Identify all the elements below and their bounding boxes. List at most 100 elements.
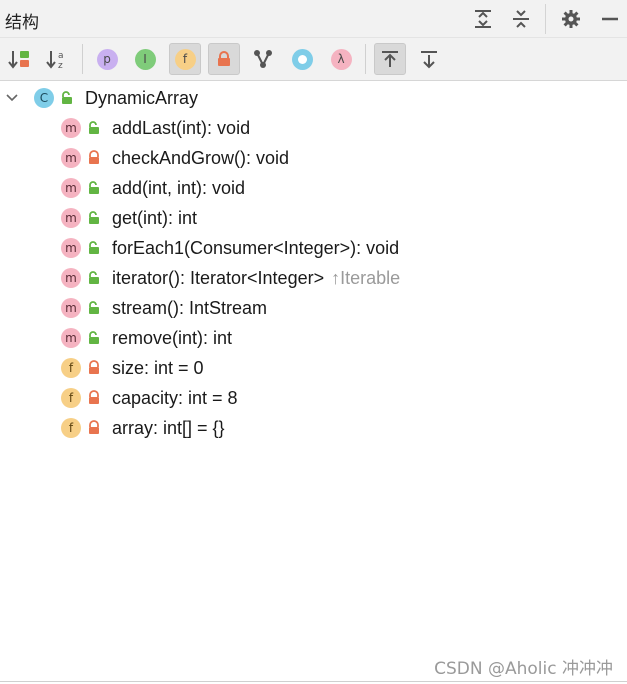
tree-field-row[interactable]: f capacity: int = 8 (0, 383, 627, 413)
public-icon (89, 211, 99, 224)
interface-icon (291, 48, 313, 70)
tree-method-row[interactable]: m add(int, int): void (0, 173, 627, 203)
tree-field-row[interactable]: f array: int[] = {} (0, 413, 627, 443)
member-signature: addLast(int): void (112, 118, 251, 138)
member-signature: iterator(): Iterator<Integer> (112, 268, 325, 288)
tree-item-label: checkAndGrow(): void (112, 148, 289, 169)
gear-icon (562, 10, 580, 28)
tree-method-row[interactable]: m forEach1(Consumer<Integer>): void (0, 233, 627, 263)
public-icon (89, 301, 99, 314)
method-icon: m (61, 298, 81, 318)
method-icon: m (61, 238, 81, 258)
member-signature: add(int, int): void (112, 178, 246, 198)
lambda-icon: λ (330, 48, 352, 70)
tree-root-row[interactable]: C DynamicArray (0, 83, 627, 113)
public-icon (89, 181, 99, 194)
private-lock-icon (89, 360, 99, 374)
collapse-all-icon (513, 10, 529, 28)
autoscroll-from-source-button[interactable] (413, 43, 445, 75)
chevron-down-icon[interactable] (5, 91, 19, 105)
header-separator (545, 4, 546, 34)
tree-method-row[interactable]: m get(int): int (0, 203, 627, 233)
show-interfaces-button[interactable] (286, 43, 318, 75)
method-icon: m (61, 268, 81, 288)
show-anonymous-classes-button[interactable] (247, 43, 279, 75)
tree-item-label: forEach1(Consumer<Integer>): void (112, 238, 399, 259)
private-lock-icon (89, 420, 99, 434)
member-signature: forEach1(Consumer<Integer>): void (112, 238, 400, 258)
tree-item-label: get(int): int (112, 208, 197, 229)
svg-text:z: z (58, 61, 63, 70)
member-signature: stream(): IntStream (112, 298, 268, 318)
tree-item-label: array: int[] = {} (112, 418, 225, 439)
tree-field-row[interactable]: f size: int = 0 (0, 353, 627, 383)
show-inherited-button[interactable]: I (129, 43, 161, 75)
property-icon: p (96, 48, 118, 70)
tree-method-row[interactable]: m remove(int): int (0, 323, 627, 353)
sort-alphabetically-button[interactable]: a z (42, 43, 74, 75)
panel-title: 结构 (5, 13, 39, 33)
private-lock-icon (89, 150, 99, 164)
member-signature: get(int): int (112, 208, 198, 228)
sort-by-visibility-icon (8, 51, 29, 69)
svg-text:a: a (58, 51, 64, 61)
structure-toolbar: a z p I f λ (0, 38, 627, 81)
tree-item-label: remove(int): int (112, 328, 232, 349)
expand-all-button[interactable] (470, 6, 496, 32)
show-lambdas-button[interactable]: λ (325, 43, 357, 75)
private-lock-icon (89, 390, 99, 404)
lock-icon (218, 51, 230, 66)
method-icon: m (61, 148, 81, 168)
tree-method-row[interactable]: m addLast(int): void (0, 113, 627, 143)
method-icon: m (61, 118, 81, 138)
member-signature: array: int[] = {} (112, 418, 225, 438)
expand-all-icon (475, 10, 491, 28)
show-non-public-button[interactable] (208, 43, 240, 75)
tree-method-row[interactable]: m iterator(): Iterator<Integer> ↑Iterable (0, 263, 627, 293)
inherited-icon: I (134, 48, 156, 70)
tree-item-label: iterator(): Iterator<Integer> ↑Iterable (112, 268, 400, 289)
tree-item-label: size: int = 0 (112, 358, 204, 379)
class-icon: C (34, 88, 54, 108)
class-name: DynamicArray (85, 88, 199, 108)
member-signature: size: int = 0 (112, 358, 204, 378)
field-icon: f (61, 418, 81, 438)
inherited-from-label: ↑Iterable (331, 268, 401, 288)
sort-alphabetically-icon: a z (46, 51, 64, 70)
tree-item-label: capacity: int = 8 (112, 388, 238, 409)
autoscroll-from-source-icon (421, 51, 437, 69)
sort-by-visibility-button[interactable] (4, 43, 36, 75)
hide-icon (602, 17, 618, 21)
structure-panel-header: 结构 (0, 0, 627, 38)
method-icon: m (61, 178, 81, 198)
method-icon: m (61, 328, 81, 348)
public-icon (89, 241, 99, 254)
public-icon (62, 91, 72, 104)
show-properties-button[interactable]: p (91, 43, 123, 75)
hide-panel-button[interactable] (597, 6, 623, 32)
tree-method-row[interactable]: m checkAndGrow(): void (0, 143, 627, 173)
autoscroll-to-source-icon (382, 51, 398, 67)
tree-item-label: add(int, int): void (112, 178, 245, 199)
member-signature: capacity: int = 8 (112, 388, 238, 408)
public-icon (89, 271, 99, 284)
public-icon (89, 331, 99, 344)
collapse-all-button[interactable] (508, 6, 534, 32)
member-signature: remove(int): int (112, 328, 233, 348)
tree-item-label: stream(): IntStream (112, 298, 267, 319)
watermark: CSDN @Aholic 冲冲冲 (434, 659, 613, 679)
public-icon (89, 121, 99, 134)
method-icon: m (61, 208, 81, 228)
member-signature: checkAndGrow(): void (112, 148, 290, 168)
show-fields-button[interactable]: f (169, 43, 201, 75)
tree-item-label: addLast(int): void (112, 118, 250, 139)
field-icon: f (61, 358, 81, 378)
field-icon: f (61, 388, 81, 408)
tree-method-row[interactable]: m stream(): IntStream (0, 293, 627, 323)
hierarchy-icon (254, 50, 272, 68)
field-icon: f (174, 48, 196, 70)
autoscroll-to-source-button[interactable] (374, 43, 406, 75)
toolbar-separator (82, 44, 83, 74)
settings-button[interactable] (558, 6, 584, 32)
bottom-border (0, 681, 627, 682)
